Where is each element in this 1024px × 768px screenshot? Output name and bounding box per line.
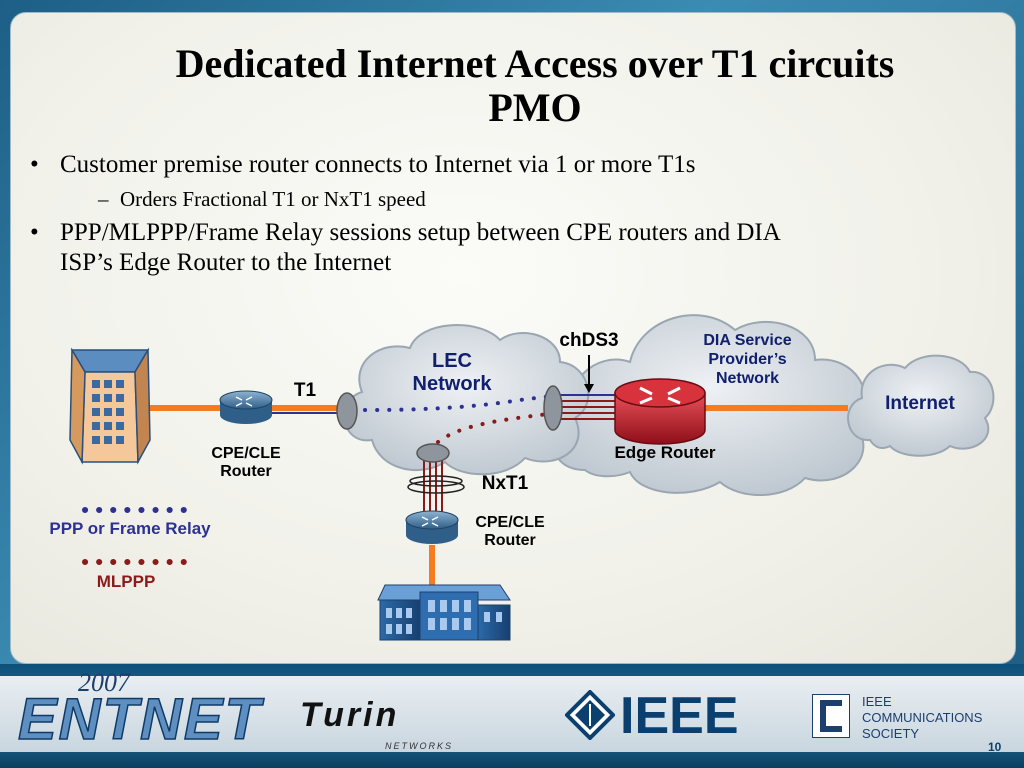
office-building-icon (377, 584, 511, 641)
nxt1-bundle-ring (407, 480, 465, 494)
nxt1-label: NxT1 (481, 473, 529, 494)
bullet-2: • PPP/MLPPP/Frame Relay sessions setup b… (30, 218, 781, 278)
slide-title: Dedicated Internet Access over T1 circui… (60, 42, 1010, 130)
sub-bullet-1-text: Orders Fractional T1 or NxT1 speed (120, 187, 426, 211)
page-number: 10 (988, 740, 1002, 754)
bullet-2-text-line-1: PPP/MLPPP/Frame Relay sessions setup bet… (60, 219, 781, 246)
access-links (145, 405, 848, 590)
edge-router-icon (614, 378, 706, 445)
bullet-marker: • (30, 151, 39, 178)
internet-label: Internet (885, 393, 955, 414)
lec-nxt1-interface (416, 443, 450, 463)
bullet-1: • Customer premise router connects to In… (30, 150, 696, 180)
cpe-left-label: CPE/CLE Router (211, 445, 281, 480)
title-line-2: PMO (488, 85, 582, 130)
lec-ds3-interface (543, 385, 563, 431)
tall-building-icon (69, 347, 151, 465)
comsoc-logo-icon (812, 694, 850, 738)
legend-ppp-label: PPP or Frame Relay (49, 519, 211, 538)
title-line-1: Dedicated Internet Access over T1 circui… (175, 41, 895, 86)
footer-comsoc-text: IEEE COMMUNICATIONS SOCIETY (862, 694, 983, 741)
network-diagram (69, 314, 995, 641)
nxt1-lines (407, 460, 465, 515)
mlppp-path (436, 412, 550, 444)
bullet-2-text-line-2: ISP’s Edge Router to the Internet (60, 249, 392, 276)
footer-brand-logo: ENTNET (17, 686, 262, 753)
lec-t1-interface (336, 392, 358, 430)
footer-band (0, 676, 1024, 752)
ieee-diamond-icon (565, 690, 615, 740)
chds3-channels (560, 394, 615, 420)
internet-cloud (847, 354, 995, 457)
footer-year: 2007 (78, 668, 130, 697)
t1-label: T1 (293, 380, 317, 401)
legend-mlppp-label: MLPPP (96, 572, 156, 591)
lec-cloud (343, 324, 590, 476)
bullet-1-text: Customer premise router connects to Inte… (60, 151, 696, 178)
cpe-router-bottom-icon (405, 510, 459, 544)
footer-ieee-logo: IEEE (620, 687, 739, 745)
footer-networks: NETWORKS (385, 741, 454, 751)
chds3-label: chDS3 (559, 330, 619, 351)
bullet-marker: • (30, 219, 39, 246)
cpe-router-left-icon (219, 390, 273, 424)
footer-city: Turin (300, 696, 400, 734)
sub-bullet-1: – Orders Fractional T1 or NxT1 speed (98, 186, 426, 212)
cpe-bottom-label: CPE/CLE Router (475, 514, 545, 549)
sub-bullet-marker: – (98, 187, 109, 211)
ppp-path (363, 394, 554, 412)
dia-network-label: DIA Service Provider’s Network (703, 332, 792, 387)
lec-network-label: LEC Network (412, 350, 492, 395)
edge-router-label: Edge Router (614, 443, 716, 462)
